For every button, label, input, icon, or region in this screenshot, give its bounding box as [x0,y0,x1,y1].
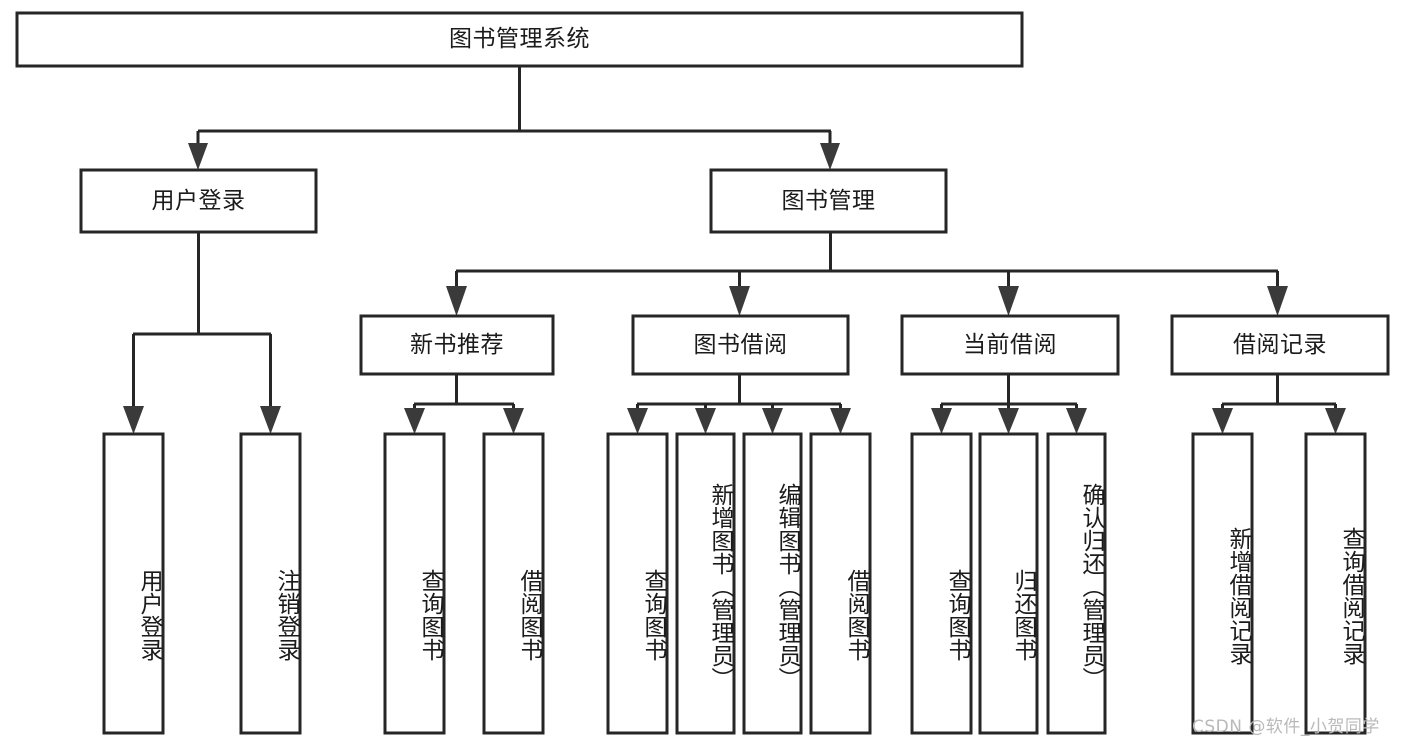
arrow-head-query-book-1 [404,408,425,434]
node-box-borrow-record[interactable] [1170,314,1390,376]
node-box-add-book[interactable] [675,432,736,735]
clickable-node-book-borrow[interactable] [633,316,848,374]
arrow-head-query-book-3 [931,408,952,434]
arrow-head-borrow-book-1 [503,408,524,434]
node-box-new-book-recommend[interactable] [359,314,555,376]
node-box-query-book-1[interactable] [383,432,446,735]
arrow-head-edit-book [762,408,783,434]
node-box-confirm-return[interactable] [1046,432,1107,735]
clickable-node-current-borrow[interactable] [902,316,1118,374]
clickable-node-borrow-record[interactable] [1172,316,1388,374]
clickable-node-new-book-recommend[interactable] [361,316,553,374]
box-layer [15,11,1390,735]
clickable-node-user-login[interactable] [81,170,316,232]
node-box-user-logout-leaf[interactable] [239,432,302,735]
connector-layer [123,66,1346,434]
arrow-head-borrow-record [1267,286,1288,316]
node-box-user-login-leaf[interactable] [102,432,165,735]
arrow-head-book-management [820,143,840,170]
node-box-add-borrow-record[interactable] [1191,432,1254,735]
arrow-head-borrow-book-2 [830,408,851,434]
arrow-head-query-borrow-record [1325,408,1346,434]
node-box-current-borrow[interactable] [900,314,1120,376]
node-box-query-book-2[interactable] [606,432,669,735]
node-box-book-management[interactable] [709,168,948,234]
arrow-head-confirm-return [1066,408,1087,434]
arrow-head-book-borrow [729,286,750,316]
arrow-head-user-logout-leaf [260,406,281,434]
node-box-query-borrow-record[interactable] [1304,432,1367,735]
arrow-head-add-borrow-record [1212,408,1233,434]
arrow-head-user-login [188,143,208,170]
arrow-head-user-login-leaf [123,406,144,434]
node-box-root[interactable] [15,11,1024,68]
arrow-head-current-borrow [998,286,1019,316]
clickable-node-book-management[interactable] [711,170,946,232]
node-box-edit-book[interactable] [742,432,803,735]
arrow-head-return-book [998,408,1019,434]
node-box-query-book-3[interactable] [910,432,973,735]
clickable-node-root[interactable] [17,13,1022,66]
node-box-borrow-book-2[interactable] [809,432,872,735]
node-box-return-book[interactable] [978,432,1039,735]
arrow-head-new-book-recommend [446,286,467,316]
node-box-borrow-book-1[interactable] [482,432,545,735]
node-box-book-borrow[interactable] [631,314,850,376]
node-box-user-login[interactable] [79,168,318,234]
arrow-head-query-book-2 [627,408,648,434]
arrow-head-add-book [695,408,716,434]
